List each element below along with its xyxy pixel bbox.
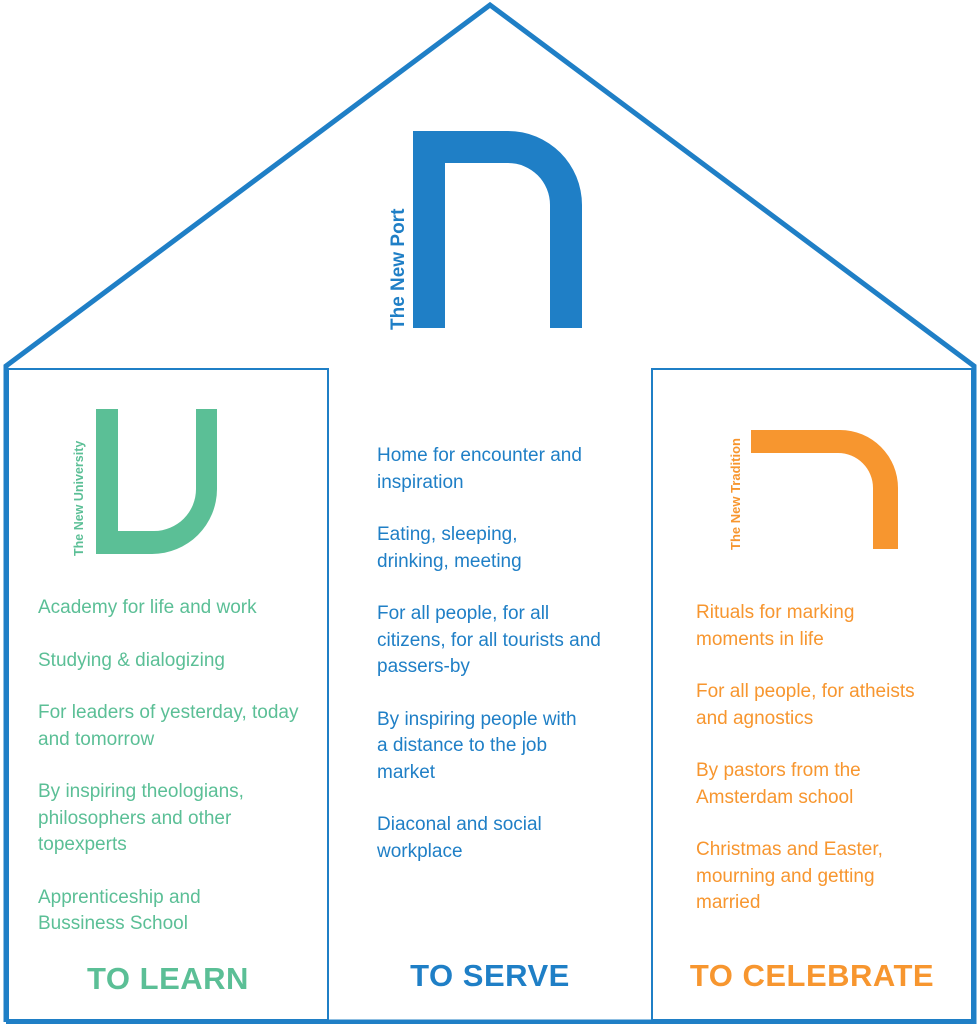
list-item: Diaconal and social workplace (377, 814, 542, 862)
list-item: For all people, for atheists and agnosti… (696, 681, 915, 729)
roof-and-walls (3, 1, 977, 1024)
list-item: Academy for life and work (38, 597, 257, 618)
new-tradition-label: The New Tradition (728, 438, 743, 550)
new-port-label: The New Port (388, 208, 409, 330)
list-item: For leaders of yesterday, today and tomo… (38, 702, 299, 750)
letter-u-icon (96, 409, 217, 554)
left-column-box (7, 368, 329, 1021)
new-university-label: The New University (72, 440, 86, 556)
list-item: Apprenticeship and Bussiness School (38, 886, 201, 935)
to-celebrate-heading: TO CELEBRATE (689, 958, 935, 993)
list-item: By pastors from the Amsterdam school (696, 760, 861, 808)
serve-list: Home for encounter and inspiration Eatin… (377, 443, 607, 891)
list-item: For all people, for all citizens, for al… (377, 603, 601, 677)
list-item: By inspiring theologians, philosophers a… (38, 781, 244, 855)
list-item: Rituals for marking moments in life (696, 602, 855, 650)
learn-list: Academy for life and work Studying & dia… (38, 595, 318, 964)
list-item: Home for encounter and inspiration (377, 445, 582, 493)
letter-n-arch-icon (413, 131, 582, 328)
to-serve-heading: TO SERVE (410, 958, 570, 993)
celebrate-list: Rituals for marking moments in life For … (696, 600, 936, 943)
list-item: Studying & dialogizing (38, 649, 225, 671)
to-learn-heading: TO LEARN (87, 961, 249, 996)
letter-d-icon (751, 430, 898, 549)
right-column-box (651, 368, 973, 1021)
list-item: Christmas and Easter, mourning and getti… (696, 839, 883, 913)
list-item: By inspiring people with a distance to t… (377, 708, 577, 783)
list-item: Eating, sleeping, drinking, meeting (377, 524, 522, 572)
